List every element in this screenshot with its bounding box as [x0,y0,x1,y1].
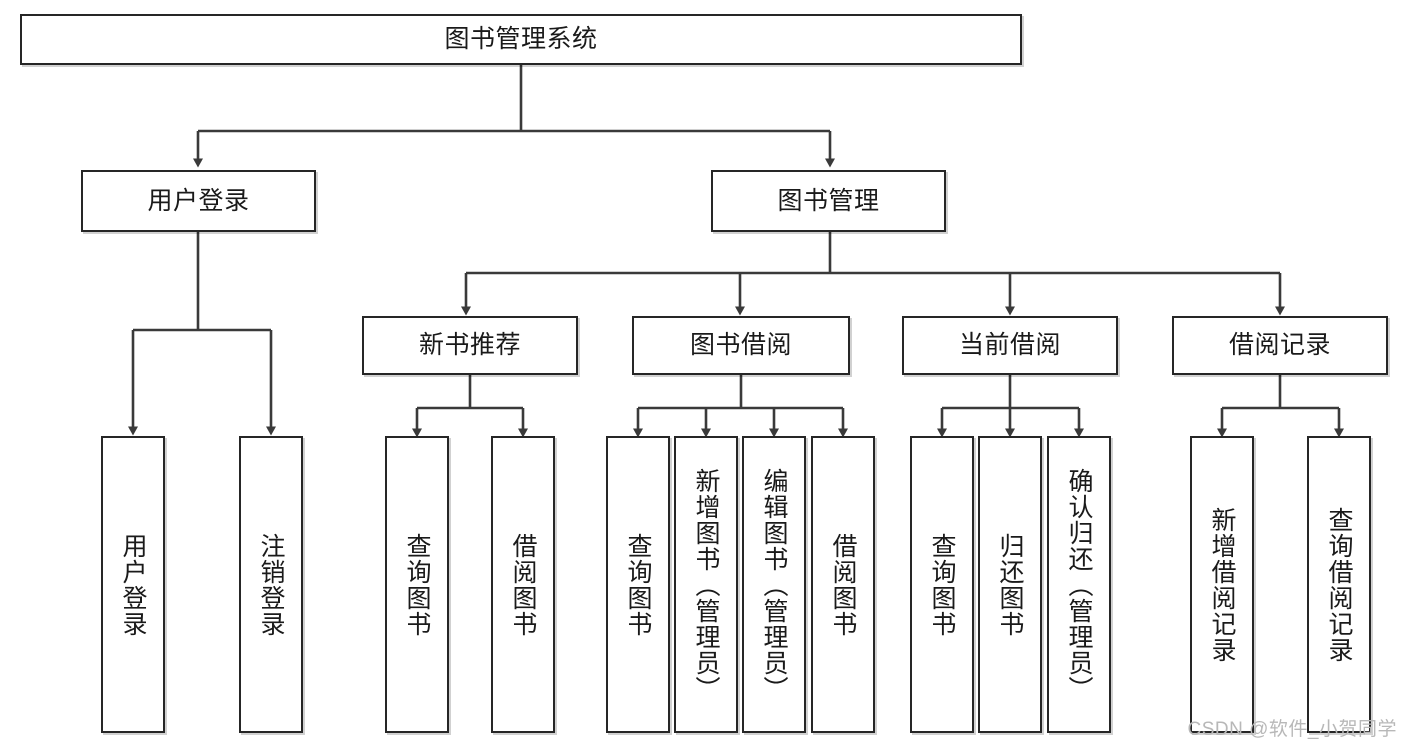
node-borrow-record-label: 借阅记录 [1228,331,1331,359]
leaf-new-book-query-label: 查询图书 [403,532,431,637]
leaf-current-borrow-confirm[interactable]: 确认归还（管理员） [1047,436,1111,733]
leaf-book-borrow-add-label: 新增图书（管理员） [692,467,720,702]
leaf-user-login-logout-label: 注销登录 [257,532,285,637]
leaf-borrow-record-add[interactable]: 新增借阅记录 [1190,436,1254,733]
node-current-borrow[interactable]: 当前借阅 [902,316,1118,375]
leaf-current-borrow-return[interactable]: 归还图书 [978,436,1042,733]
leaf-current-borrow-query-label: 查询图书 [928,532,956,637]
leaf-new-book-borrow-label: 借阅图书 [509,532,537,637]
node-borrow-record[interactable]: 借阅记录 [1172,316,1388,375]
leaf-book-borrow-query-label: 查询图书 [624,532,652,637]
leaf-book-borrow-query[interactable]: 查询图书 [606,436,670,733]
leaf-current-borrow-confirm-label: 确认归还（管理员） [1065,467,1093,702]
leaf-user-login-login-label: 用户登录 [119,532,147,637]
leaf-book-borrow-borrow-label: 借阅图书 [829,532,857,637]
leaf-new-book-borrow[interactable]: 借阅图书 [491,436,555,733]
node-current-borrow-label: 当前借阅 [958,331,1061,359]
leaf-book-borrow-borrow[interactable]: 借阅图书 [811,436,875,733]
leaf-user-login-logout[interactable]: 注销登录 [239,436,303,733]
node-book-borrow[interactable]: 图书借阅 [632,316,850,375]
node-book-borrow-label: 图书借阅 [689,331,792,359]
node-new-book-recommend-label: 新书推荐 [418,331,521,359]
leaf-current-borrow-query[interactable]: 查询图书 [910,436,974,733]
leaf-borrow-record-query[interactable]: 查询借阅记录 [1307,436,1371,733]
leaf-borrow-record-query-label: 查询借阅记录 [1325,506,1353,663]
leaf-current-borrow-return-label: 归还图书 [996,532,1024,637]
watermark-text: CSDN @软件_小贺同学 [1187,719,1397,740]
leaf-book-borrow-add[interactable]: 新增图书（管理员） [674,436,738,733]
leaf-user-login-login[interactable]: 用户登录 [101,436,165,733]
node-book-management[interactable]: 图书管理 [711,170,946,232]
node-user-login-label: 用户登录 [147,186,250,215]
node-user-login[interactable]: 用户登录 [81,170,316,232]
node-root-label: 图书管理系统 [444,25,598,53]
leaf-book-borrow-edit-label: 编辑图书（管理员） [760,467,788,702]
leaf-new-book-query[interactable]: 查询图书 [385,436,449,733]
leaf-borrow-record-add-label: 新增借阅记录 [1208,506,1236,663]
leaf-book-borrow-edit[interactable]: 编辑图书（管理员） [742,436,806,733]
node-new-book-recommend[interactable]: 新书推荐 [362,316,578,375]
node-book-management-label: 图书管理 [777,186,880,215]
node-root[interactable]: 图书管理系统 [20,14,1022,65]
